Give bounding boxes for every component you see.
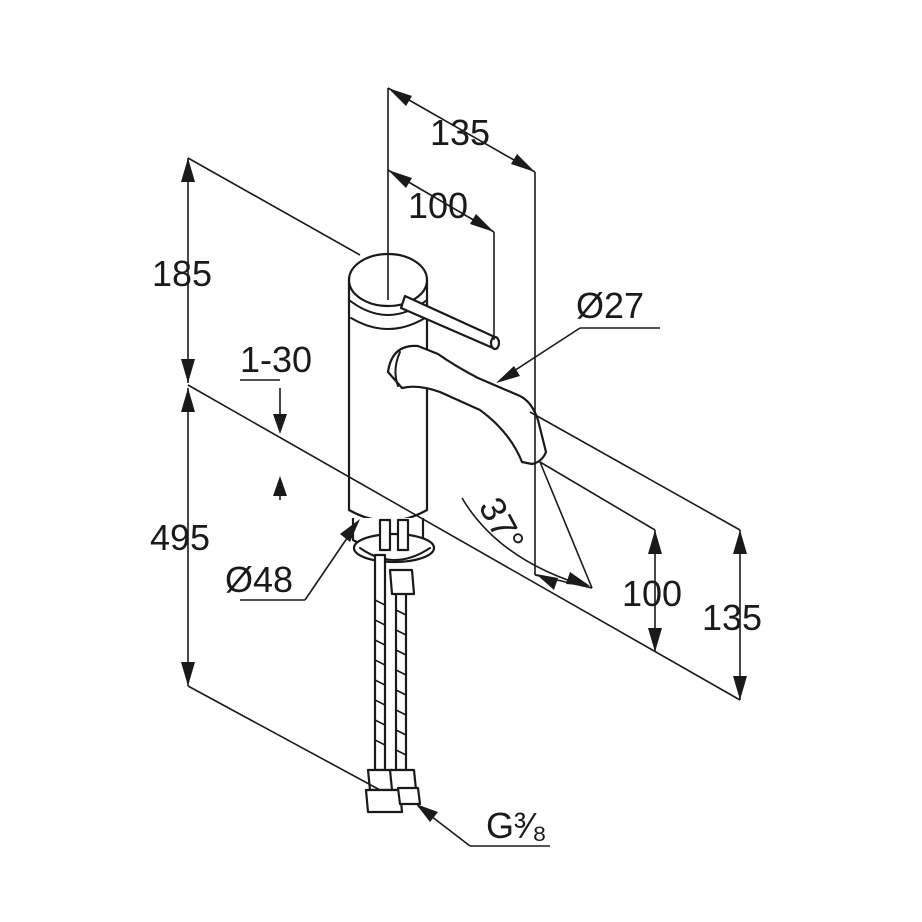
dimension-lines: [181, 87, 747, 847]
label-spout-height: 100: [622, 573, 682, 614]
label-spout-reach-total: 135: [430, 112, 490, 153]
dimension-labels: 135 100 185 Ø27 1-30 495 Ø48 37° 100 135…: [150, 112, 762, 846]
supply-hoses: [364, 553, 422, 814]
mounting-base: [351, 518, 436, 564]
label-lever-height: 135: [702, 597, 762, 638]
label-lever-reach: 100: [408, 185, 468, 226]
label-hose-length: 495: [150, 517, 210, 558]
label-spout-angle: 37°: [471, 490, 533, 557]
label-spout-diameter: Ø27: [576, 285, 644, 326]
label-connection-thread: G³⁄₈: [486, 805, 547, 846]
faucet-spout: [386, 344, 548, 466]
label-base-diameter: Ø48: [225, 559, 293, 600]
label-deck-thickness: 1-30: [240, 339, 312, 380]
label-height-above-deck: 185: [152, 253, 212, 294]
